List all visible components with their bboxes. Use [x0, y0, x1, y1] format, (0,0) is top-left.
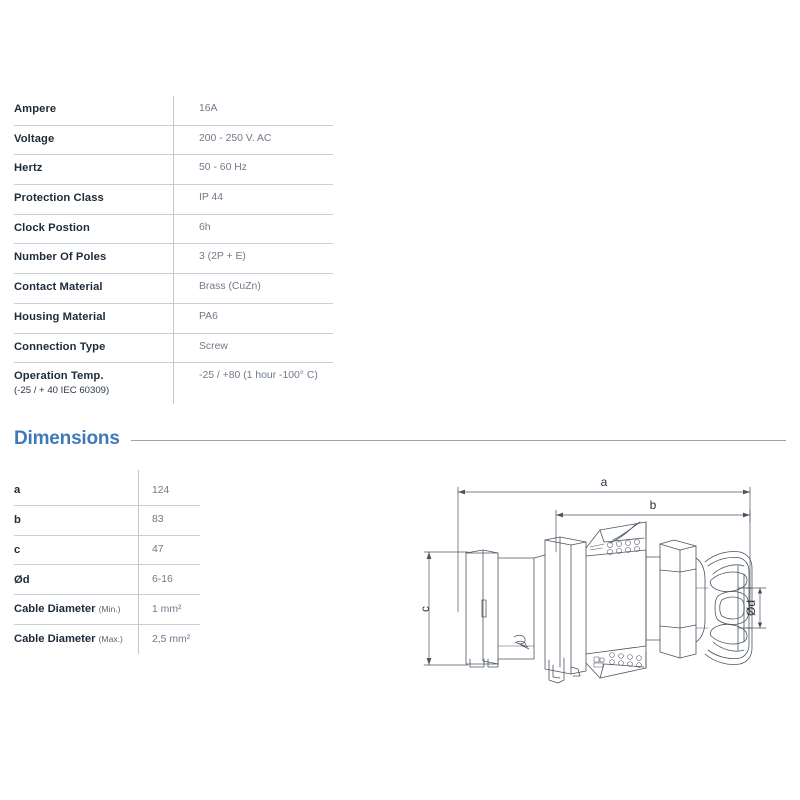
dimension-value: 83 [152, 514, 164, 526]
spec-value: 3 (2P + E) [199, 251, 246, 263]
spec-value: 6h [199, 221, 211, 233]
table-row: Ød 6-16 [14, 565, 200, 596]
dimension-label: Cable Diameter (Max.) [14, 626, 138, 652]
spec-label: Hertz [14, 162, 43, 175]
dimensions-table-column-divider [138, 470, 139, 654]
product-technical-drawing: a b c Ød [408, 462, 800, 712]
dimensions-heading-rule [130, 439, 786, 441]
dimension-label-b: b [650, 498, 657, 512]
spec-label: Housing Material [14, 310, 106, 323]
housing-marking-dots-upper [589, 539, 640, 555]
housing-marking-dots-lower [593, 652, 642, 668]
spec-value: 200 - 250 V. AC [199, 132, 272, 144]
spec-value: -25 / +80 (1 hour -100° C) [199, 370, 318, 382]
dimension-label: Cable Diameter (Min.) [14, 596, 138, 622]
spec-label: Protection Class [14, 192, 104, 205]
dimension-value: 47 [152, 544, 164, 556]
grip-handle-end [704, 551, 753, 665]
spec-label-main: Operation Temp. [14, 370, 104, 383]
dimension-label: Ød [14, 573, 30, 586]
table-row: Operation Temp. (-25 / + 40 IEC 60309) -… [14, 363, 333, 402]
spec-value: Brass (CuZn) [199, 281, 261, 293]
table-row: Cable Diameter (Max.) 2,5 mm² [14, 625, 200, 654]
spec-label: Operation Temp. (-25 / + 40 IEC 60309) [14, 363, 173, 402]
dimension-label-a: a [601, 475, 608, 489]
spec-label-sub: (-25 / + 40 IEC 60309) [14, 384, 110, 396]
table-row: Cable Diameter (Min.) 1 mm² [14, 595, 200, 625]
spec-label: Voltage [14, 132, 55, 145]
table-row: c 47 [14, 536, 200, 566]
spec-value: Screw [199, 340, 228, 352]
dimensions-table: a 124 b 83 c 47 Ød 6-16 Cable Diameter (… [14, 476, 200, 654]
spec-table-column-divider [173, 96, 174, 404]
dimension-line-c [423, 551, 469, 666]
dimension-label-c: c [418, 606, 432, 612]
spec-value: PA6 [199, 310, 218, 322]
spec-label: Number Of Poles [14, 251, 107, 264]
dimensions-heading-text: Dimensions [14, 428, 120, 449]
spec-label: Contact Material [14, 281, 103, 294]
cable-clip-detail [513, 634, 530, 650]
specification-table: Ampere 16A Voltage 200 - 250 V. AC Hertz… [14, 96, 333, 403]
dimension-line-b [555, 509, 751, 553]
dimension-label: a [14, 484, 21, 497]
cable-gland-body [465, 549, 546, 668]
table-row: a 124 [14, 476, 200, 506]
spec-label: Clock Postion [14, 221, 90, 234]
dimensions-heading: Dimensions [14, 428, 786, 450]
spec-value: 50 - 60 Hz [199, 162, 247, 174]
dimension-value: 2,5 mm² [152, 633, 191, 645]
spec-value: IP 44 [199, 192, 224, 204]
dimension-value: 1 mm² [152, 603, 182, 615]
dimension-label-main: Cable Diameter [14, 603, 99, 616]
dimension-value: 124 [152, 484, 170, 496]
mid-body-section [585, 521, 661, 679]
spec-label: Ampere [14, 103, 57, 115]
dimension-label-qualifier: (Min.) [98, 604, 121, 615]
dimension-label: c [14, 543, 21, 556]
table-row: b 83 [14, 506, 200, 536]
dimension-value: 6-16 [152, 574, 173, 586]
collar-block [544, 536, 587, 684]
front-flange [659, 539, 706, 659]
spec-value: 16A [199, 103, 218, 114]
spec-label: Connection Type [14, 340, 106, 353]
dimension-label-d: Ød [744, 600, 758, 616]
dimension-label-main: Cable Diameter [14, 633, 99, 646]
dimension-label-qualifier: (Max.) [98, 634, 123, 645]
dimension-line-a [457, 486, 751, 615]
dimension-label: b [14, 513, 21, 526]
